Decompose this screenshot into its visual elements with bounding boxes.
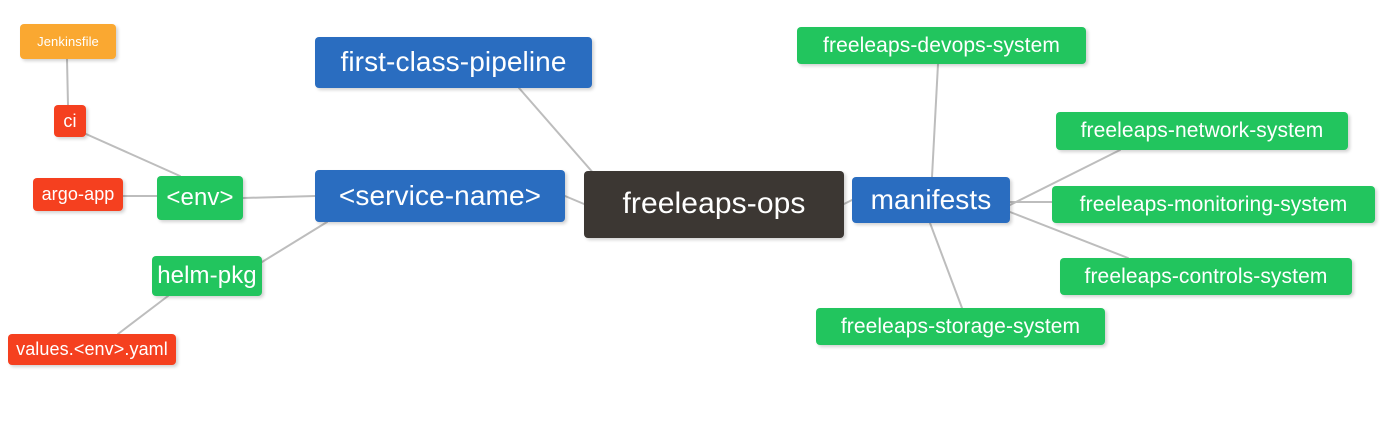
node-label-network: freeleaps-network-system — [1080, 119, 1324, 142]
node-argo[interactable]: argo-app — [33, 178, 123, 211]
edge-env-to-ci — [85, 133, 181, 177]
node-pipeline[interactable]: first-class-pipeline — [315, 37, 592, 88]
node-ci[interactable]: ci — [54, 105, 86, 137]
node-devops[interactable]: freeleaps-devops-system — [797, 27, 1086, 64]
node-label-controls: freeleaps-controls-system — [1084, 264, 1328, 288]
edge-helm-to-values — [117, 295, 169, 335]
node-controls[interactable]: freeleaps-controls-system — [1060, 258, 1352, 295]
node-jenkinsfile[interactable]: Jenkinsfile — [20, 24, 116, 59]
node-label-ci: ci — [63, 110, 77, 131]
edge-root-to-manifests — [843, 199, 853, 205]
edge-root-to-service — [564, 195, 585, 205]
node-label-storage: freeleaps-storage-system — [840, 314, 1081, 338]
node-label-devops: freeleaps-devops-system — [823, 33, 1060, 57]
node-network[interactable]: freeleaps-network-system — [1056, 112, 1348, 150]
node-env[interactable]: <env> — [157, 176, 243, 220]
edge-root-to-pipeline — [518, 87, 596, 176]
edge-ci-to-jenkinsfile — [66, 58, 69, 106]
node-manifests[interactable]: manifests — [852, 177, 1010, 223]
node-values[interactable]: values.<env>.yaml — [8, 334, 176, 365]
edge-manifests-to-devops — [931, 63, 939, 178]
edge-manifests-to-storage — [929, 222, 963, 309]
node-service[interactable]: <service-name> — [315, 170, 565, 222]
node-storage[interactable]: freeleaps-storage-system — [816, 308, 1105, 345]
node-root[interactable]: freeleaps-ops — [584, 171, 844, 238]
node-monitoring[interactable]: freeleaps-monitoring-system — [1052, 186, 1375, 223]
node-label-env: <env> — [166, 183, 234, 211]
node-label-pipeline: first-class-pipeline — [340, 46, 567, 77]
node-label-root: freeleaps-ops — [622, 187, 806, 220]
node-label-service: <service-name> — [338, 179, 542, 211]
node-helm[interactable]: helm-pkg — [152, 256, 262, 296]
node-label-values: values.<env>.yaml — [16, 339, 168, 359]
node-label-jenkinsfile: Jenkinsfile — [37, 33, 99, 49]
node-label-manifests: manifests — [870, 183, 992, 215]
edge-service-to-env — [242, 195, 316, 199]
edge-service-to-helm — [261, 221, 328, 263]
node-label-monitoring: freeleaps-monitoring-system — [1079, 192, 1348, 216]
node-label-helm: helm-pkg — [157, 261, 257, 289]
node-label-argo: argo-app — [41, 184, 115, 204]
